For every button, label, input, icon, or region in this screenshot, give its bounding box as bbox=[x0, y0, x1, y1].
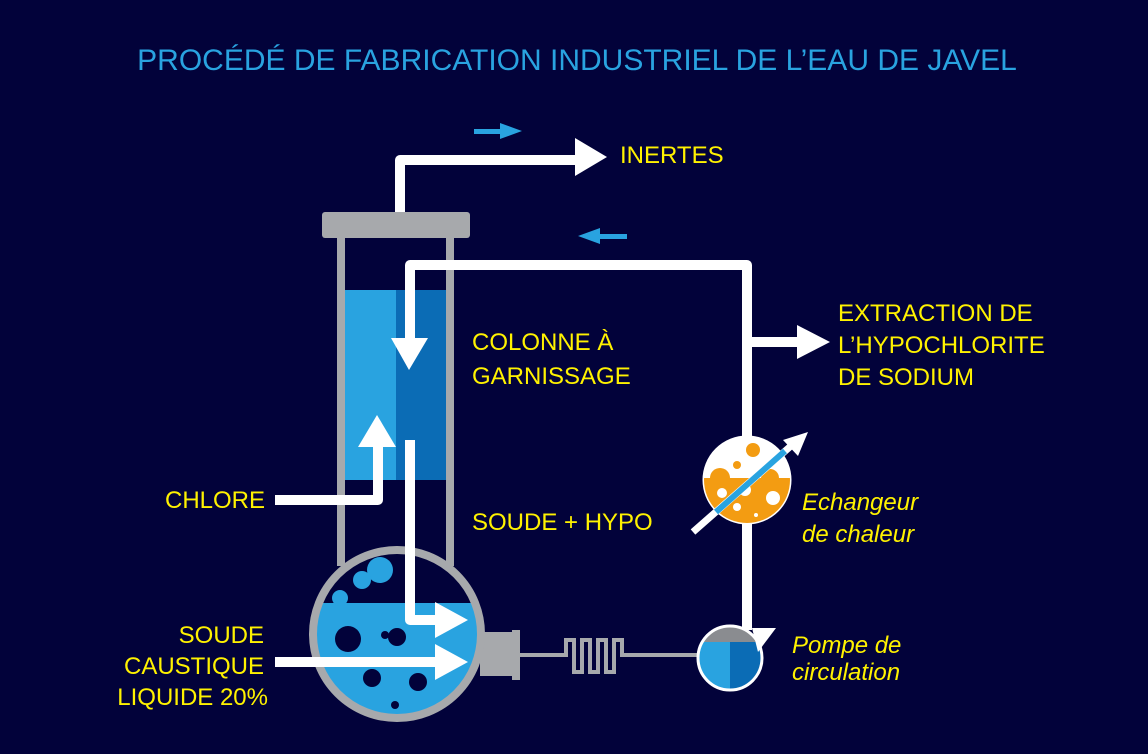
label-soude-3: LIQUIDE 20% bbox=[117, 684, 268, 711]
inerts-arrow bbox=[575, 138, 607, 176]
label-soude-2: CAUSTIQUE bbox=[124, 653, 264, 680]
caustic-arrow bbox=[435, 644, 468, 680]
extraction-arrow bbox=[797, 325, 830, 359]
inerts-pipe bbox=[395, 155, 578, 212]
label-soude-1: SOUDE bbox=[179, 622, 264, 649]
packed-column bbox=[322, 212, 470, 566]
soude-hypo-pipe bbox=[405, 440, 438, 625]
label-echangeur-2: de chaleur bbox=[802, 521, 915, 548]
chlorine-arrow bbox=[358, 415, 396, 447]
heat-exchanger bbox=[690, 432, 808, 535]
label-extraction-1: EXTRACTION DE bbox=[838, 300, 1033, 327]
label-extraction-2: L’HYPOCHLORITE bbox=[838, 332, 1045, 359]
label-echangeur-1: Echangeur bbox=[802, 489, 919, 516]
label-chlore: CHLORE bbox=[165, 487, 265, 514]
pump-arrow bbox=[752, 628, 776, 652]
label-soude-hypo: SOUDE + HYPO bbox=[472, 509, 653, 536]
label-inertes: INERTES bbox=[620, 142, 724, 169]
coil-pipe bbox=[520, 638, 698, 674]
flow-direction-left-icon bbox=[578, 228, 627, 244]
label-colonne-1: COLONNE À bbox=[472, 329, 613, 356]
label-colonne-2: GARNISSAGE bbox=[472, 363, 631, 390]
column-cap bbox=[322, 212, 470, 238]
soude-hypo-arrow bbox=[435, 602, 468, 638]
label-extraction-3: DE SODIUM bbox=[838, 364, 974, 391]
down-arrow bbox=[391, 338, 428, 370]
chlorine-pipe bbox=[275, 445, 383, 505]
label-pompe-2: circulation bbox=[792, 659, 900, 686]
flow-direction-right-icon bbox=[474, 123, 522, 139]
diagram-title: PROCÉDÉ DE FABRICATION INDUSTRIEL DE L’E… bbox=[137, 44, 1017, 77]
label-pompe-1: Pompe de bbox=[792, 632, 901, 659]
circulation-pump bbox=[696, 624, 776, 692]
